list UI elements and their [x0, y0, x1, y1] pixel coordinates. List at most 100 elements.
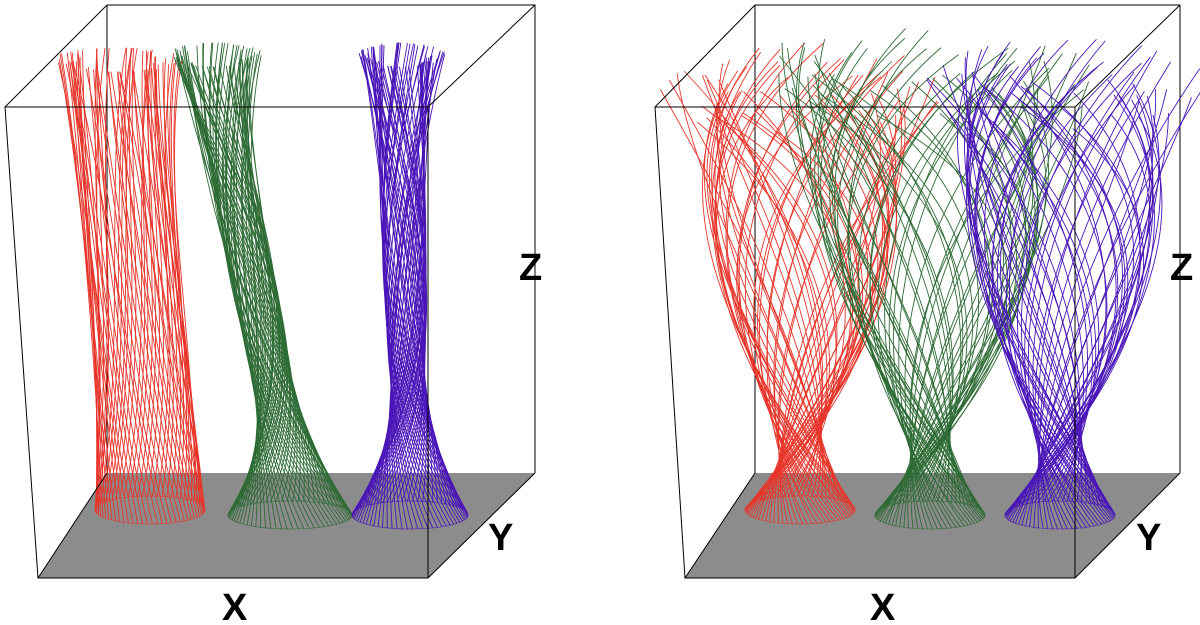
field-line — [87, 66, 158, 525]
field-line — [373, 66, 428, 505]
x-axis-label: X — [222, 587, 248, 625]
field-line — [716, 77, 855, 513]
field-line — [107, 71, 189, 521]
x-axis-label: X — [870, 587, 896, 625]
field-line — [1004, 79, 1154, 515]
footpoint-ring — [1004, 500, 1116, 530]
field-line — [143, 69, 206, 510]
field-line — [372, 46, 465, 511]
field-line — [370, 46, 467, 512]
field-line — [99, 47, 127, 505]
field-line — [102, 48, 133, 504]
field-line-bundle-purple — [351, 42, 469, 530]
field-line — [77, 50, 101, 510]
field-line — [69, 61, 129, 524]
field-line — [968, 66, 1116, 517]
field-line — [976, 46, 1111, 522]
field-line — [719, 90, 848, 504]
field-line — [781, 42, 978, 509]
field-line — [702, 70, 856, 512]
field-line — [714, 65, 854, 515]
field-line — [965, 50, 1102, 507]
field-line — [892, 53, 1007, 530]
field-line — [820, 94, 974, 503]
field-line — [966, 97, 1105, 508]
panel-left: X Y Z — [4, 4, 542, 625]
field-line — [811, 74, 964, 502]
field-line — [202, 43, 353, 515]
z-axis-label: Z — [1170, 247, 1193, 289]
field-line — [1021, 89, 1156, 526]
box-front-edges — [4, 4, 536, 579]
field-line — [382, 64, 427, 503]
field-line — [162, 62, 193, 502]
y-axis-label: Y — [488, 517, 513, 559]
field-line — [174, 60, 188, 500]
field-line-bundle-red — [58, 47, 206, 525]
field-line-bundles-left — [58, 42, 469, 530]
field-line — [386, 54, 426, 529]
field-line — [876, 75, 1026, 512]
field-line — [1008, 108, 1141, 511]
footpoint-ring — [94, 495, 206, 525]
field-line — [229, 62, 269, 520]
field-line — [744, 94, 883, 511]
field-line — [848, 30, 972, 525]
field-line — [810, 74, 985, 513]
field-line — [355, 66, 425, 511]
field-line — [111, 47, 129, 501]
footpoint-ring — [874, 500, 986, 530]
field-line — [202, 65, 290, 503]
field-line — [718, 63, 839, 501]
field-line — [888, 70, 1013, 529]
field-line — [1012, 92, 1141, 509]
field-line — [660, 89, 831, 499]
field-line — [86, 68, 173, 524]
field-line — [702, 74, 824, 498]
field-line — [208, 66, 286, 506]
field-line — [79, 56, 121, 523]
field-line — [370, 58, 426, 502]
field-line — [96, 48, 110, 506]
panel-right: X Y Z — [654, 4, 1200, 625]
field-line — [798, 47, 982, 511]
field-line — [1017, 98, 1126, 507]
field-line — [1009, 82, 1134, 510]
field-line — [127, 51, 149, 498]
field-line — [969, 64, 1115, 513]
field-line — [123, 49, 153, 499]
z-axis-label: Z — [519, 247, 542, 289]
field-line — [95, 69, 177, 523]
field-line — [115, 47, 133, 500]
field-line — [377, 65, 427, 504]
field-line — [829, 61, 986, 515]
field-line — [95, 48, 104, 508]
field-line — [1021, 45, 1142, 529]
field-line — [964, 57, 1099, 506]
field-line — [119, 47, 137, 499]
field-line — [381, 45, 469, 515]
field-line — [813, 61, 951, 502]
field-line — [966, 52, 1116, 515]
field-line — [676, 73, 842, 502]
field-line — [814, 73, 961, 504]
field-line — [229, 47, 310, 529]
field-line — [169, 63, 182, 499]
field-line-bundles-right — [660, 28, 1200, 530]
field-line — [818, 39, 975, 508]
field-line — [831, 77, 979, 504]
field-line — [1000, 39, 1097, 527]
field-line — [156, 69, 205, 508]
field-line — [752, 88, 903, 518]
field-line — [711, 47, 856, 510]
field-line — [82, 50, 98, 515]
field-line — [376, 62, 426, 502]
floor-plane — [685, 473, 1180, 578]
field-line — [874, 87, 1039, 517]
field-line — [154, 57, 171, 497]
field-line — [884, 60, 1016, 529]
field-line — [784, 88, 954, 502]
field-line — [132, 50, 149, 498]
field-line-bundle-green — [173, 42, 353, 530]
field-line — [191, 61, 296, 502]
